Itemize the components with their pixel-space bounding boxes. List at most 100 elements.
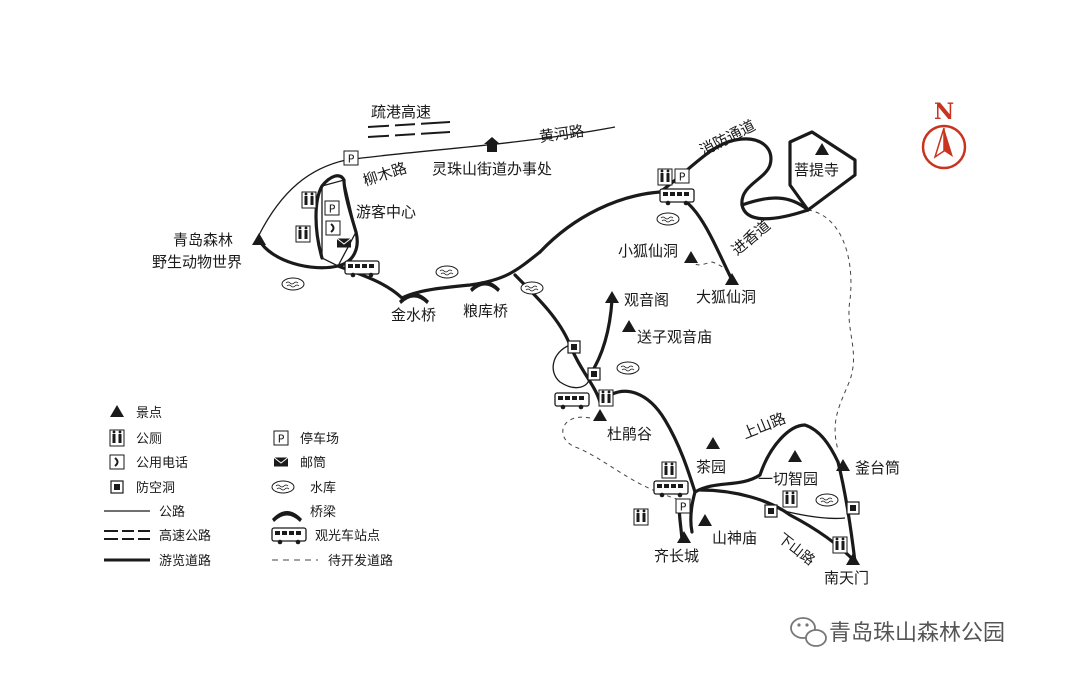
label-liumu: 柳木路 — [361, 159, 409, 190]
compass-letter: N — [934, 99, 954, 125]
bus-stop-icon[interactable] — [554, 392, 590, 410]
scenic-icon[interactable] — [622, 320, 636, 332]
label-qingdao-2: 野生动物世界 — [152, 253, 242, 271]
legend-highway: 高速公路 — [159, 528, 211, 544]
bridge-icon — [399, 293, 429, 304]
toilet-icon[interactable] — [295, 225, 311, 243]
label-qingdao-1: 青岛森林 — [173, 231, 233, 249]
legend-mailbox: 邮筒 — [300, 455, 326, 471]
visitor-area-outline — [321, 179, 357, 267]
watermark: 青岛珠山森林公园 — [790, 617, 1005, 647]
scenic-icon[interactable] — [252, 233, 266, 245]
label-dahu: 大狐仙洞 — [696, 288, 756, 306]
shelter-icon[interactable] — [587, 367, 601, 381]
parking-icon[interactable] — [343, 150, 359, 166]
legend-mailbox-icon — [273, 457, 289, 467]
parking-icon[interactable] — [675, 498, 691, 514]
reservoir-icon — [815, 493, 839, 507]
label-jiedao: 灵珠山街道办事处 — [432, 160, 552, 178]
legend-toilet-icon — [109, 429, 125, 447]
legend-planned: 待开发道路 — [328, 553, 393, 569]
scenic-icon[interactable] — [815, 143, 829, 155]
watermark-text: 青岛珠山森林公园 — [829, 621, 1005, 646]
planned-road-east — [807, 209, 854, 451]
label-dujuan: 杜鹃谷 — [607, 425, 652, 443]
compass: N — [921, 99, 967, 170]
toilet-icon[interactable] — [657, 168, 673, 186]
scenic-icon[interactable] — [593, 409, 607, 421]
phone-icon[interactable] — [325, 220, 341, 236]
label-xiaohu: 小狐仙洞 — [618, 242, 678, 260]
label-huanghe: 黄河路 — [538, 122, 585, 146]
huanghe-road — [345, 126, 616, 161]
liumu-road — [258, 159, 347, 236]
toilet-icon[interactable] — [633, 508, 649, 526]
scenic-icon[interactable] — [684, 251, 698, 263]
label-liangku: 粮库桥 — [463, 302, 508, 320]
legend-parking: 停车场 — [300, 431, 339, 447]
wechat-icon — [790, 617, 827, 647]
reservoir-icon — [616, 361, 640, 375]
label-jinxiang: 进香道 — [728, 216, 774, 259]
planned-road-southwest — [562, 416, 681, 501]
reservoir-icon — [520, 281, 544, 295]
toilet-icon[interactable] — [301, 191, 317, 209]
legend-parking-icon — [273, 430, 289, 446]
legend-phone: 公用电话 — [136, 456, 188, 471]
shelter-icon[interactable] — [567, 340, 581, 354]
label-chayuan: 茶园 — [696, 458, 726, 476]
scenic-icon[interactable] — [698, 514, 712, 526]
label-songzi: 送子观音庙 — [637, 328, 712, 346]
dujuan-loop — [552, 344, 591, 389]
shelter-icon[interactable] — [764, 504, 778, 518]
shelter-icon[interactable] — [846, 501, 860, 515]
reservoir-icon — [435, 265, 459, 279]
bridge-icon — [470, 281, 500, 292]
legend-bus-icon — [271, 527, 307, 545]
label-qichang: 齐长城 — [654, 547, 699, 565]
label-nantian: 南天门 — [824, 569, 869, 587]
label-futai: 釜台筒 — [855, 459, 900, 477]
label-shanshen: 山神庙 — [712, 529, 757, 547]
bus-stop-icon[interactable] — [653, 480, 689, 498]
toilet-icon[interactable] — [661, 461, 677, 479]
scenic-icon[interactable] — [725, 273, 739, 285]
legend-bus: 观光车站点 — [315, 528, 380, 544]
legend-reservoir-icon — [271, 480, 295, 494]
parking-icon[interactable] — [324, 200, 340, 216]
parking-icon[interactable] — [674, 168, 690, 184]
reservoir-icon — [281, 277, 305, 291]
label-yiqie: 一切智园 — [758, 470, 818, 488]
legend-scenic: 景点 — [136, 406, 162, 421]
toilet-icon[interactable] — [598, 389, 614, 407]
scenic-icon[interactable] — [677, 531, 691, 543]
legend-shelter-icon — [110, 480, 124, 494]
legend-highway-line — [104, 528, 150, 542]
scenic-icon[interactable] — [605, 291, 619, 303]
label-guanyinge: 观音阁 — [624, 291, 669, 309]
yiqie-inner-road — [779, 509, 846, 520]
toilet-icon[interactable] — [832, 536, 848, 554]
label-youke: 游客中心 — [356, 203, 416, 221]
legend: 景点 公厕 公用电话 防空洞 公路 高速公路 游览道路 停车场 邮筒 水库 桥梁… — [104, 405, 393, 569]
legend-bridge-icon — [272, 511, 302, 522]
reservoir-icon — [656, 212, 680, 226]
mailbox-icon[interactable] — [336, 238, 352, 248]
label-shugang: 疏港高速 — [371, 103, 431, 121]
label-jinshui: 金水桥 — [391, 306, 436, 324]
legend-shelter: 防空洞 — [136, 480, 175, 496]
planned-road-fox — [690, 257, 734, 281]
legend-phone-icon — [109, 454, 125, 470]
legend-reservoir: 水库 — [310, 480, 336, 496]
legend-scenic-icon — [110, 405, 124, 417]
legend-trail: 游览道路 — [159, 553, 211, 569]
toilet-icon[interactable] — [782, 490, 798, 508]
shugang-highway — [367, 118, 451, 140]
legend-toilet: 公厕 — [136, 432, 162, 447]
label-xiashan: 下山路 — [775, 531, 818, 569]
scenic-icon[interactable] — [788, 450, 802, 462]
legend-bridge: 桥梁 — [310, 505, 336, 520]
label-puti: 菩提寺 — [794, 161, 839, 179]
scenic-icon[interactable] — [706, 437, 720, 449]
